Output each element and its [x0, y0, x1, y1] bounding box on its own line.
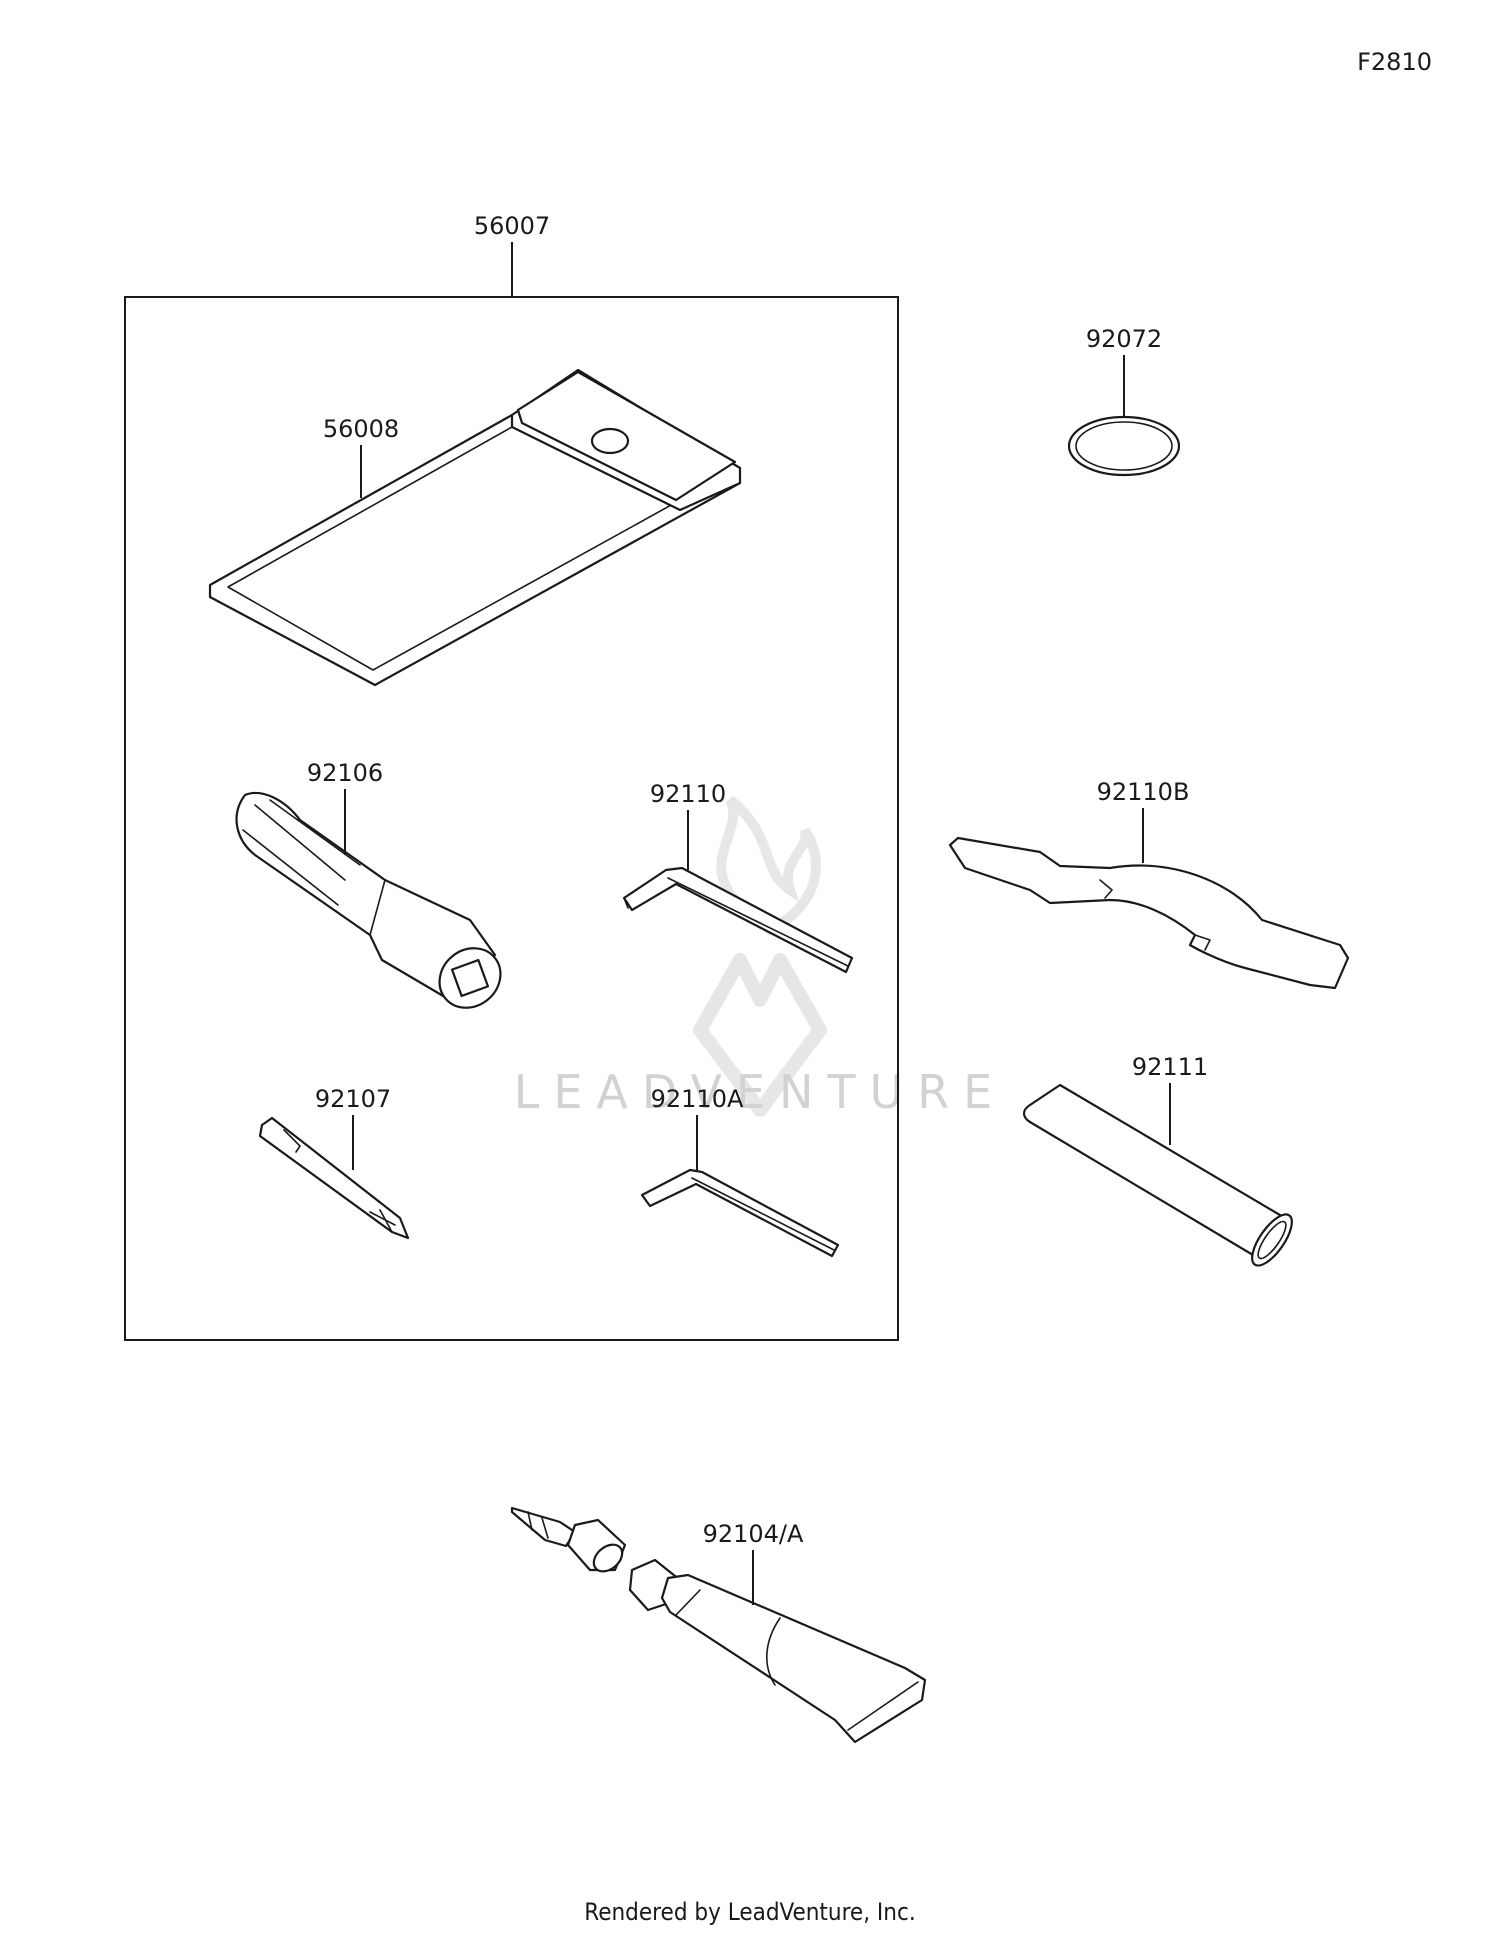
o-ring-label[interactable]: 92072: [1086, 325, 1162, 353]
screwdriver-bit-label[interactable]: 92107: [315, 1085, 391, 1113]
extension-pipe-label[interactable]: 92111: [1132, 1053, 1208, 1081]
tool-bag-label[interactable]: 56008: [323, 415, 399, 443]
socket-handle-drawing: [235, 791, 502, 1009]
socket-handle-label[interactable]: 92106: [307, 759, 383, 787]
kit-label[interactable]: 56007: [474, 212, 550, 240]
watermark-text: LEADVENTURE: [514, 1065, 1007, 1119]
figure-id: F2810: [1357, 48, 1432, 76]
tool-bag-drawing: [208, 368, 742, 687]
hook-wrench-drawing: [948, 836, 1350, 990]
hex-wrench-label[interactable]: 92110: [650, 780, 726, 808]
grease-tube-drawing: [510, 1506, 927, 1744]
extension-pipe-drawing: [1022, 1083, 1293, 1267]
grease-tube-label[interactable]: 92104/A: [703, 1520, 804, 1548]
hex-wrench-small-label[interactable]: 92110A: [651, 1085, 744, 1113]
watermark: LEADVENTURE: [514, 796, 1007, 1119]
hook-wrench-label[interactable]: 92110B: [1097, 778, 1190, 806]
hex-wrench-small-drawing: [640, 1168, 840, 1258]
hex-wrench-drawing: [622, 866, 854, 974]
footer-credit: Rendered by LeadVenture, Inc.: [584, 1898, 915, 1926]
watermark-logo-icon: [693, 796, 827, 1117]
o-ring-drawing: [1067, 415, 1181, 477]
screwdriver-bit-drawing: [258, 1116, 410, 1240]
